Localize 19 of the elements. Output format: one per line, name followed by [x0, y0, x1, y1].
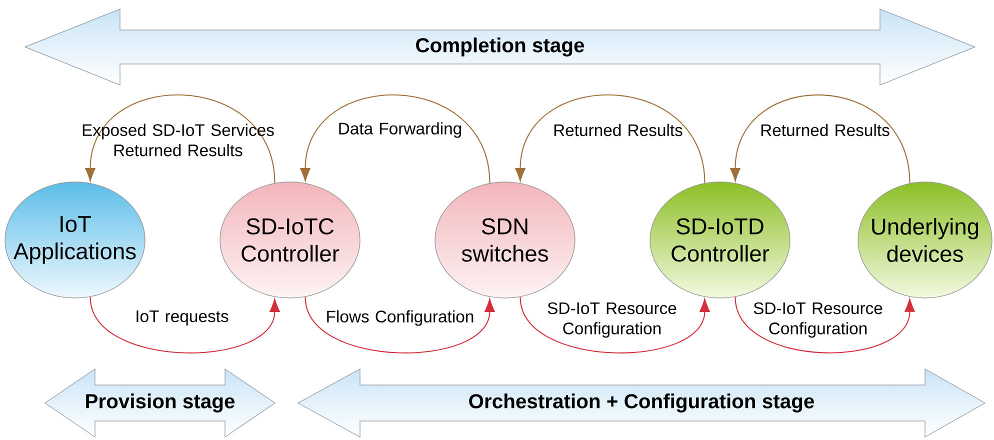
edge-label: SD-IoT Resource Configuration — [548, 302, 676, 338]
edge-label: Data Forwarding — [339, 122, 462, 138]
ellipse-node: SDN switches — [434, 182, 576, 298]
edge-label: IoT requests — [136, 310, 228, 326]
ellipse-node: SD-IoTD Controller — [650, 182, 790, 298]
edge-label: Flows Configuration — [327, 310, 474, 326]
arrow — [90, 296, 280, 354]
ellipse-node: Underlying devices — [858, 182, 992, 298]
edge-label: SD-IoT Resource Configuration — [754, 302, 882, 338]
arrow — [300, 94, 490, 184]
edge-label: Returned Results — [554, 124, 682, 136]
arrow — [520, 296, 710, 354]
ellipse-node: IoT Applications — [4, 182, 146, 298]
edge-label: Returned Results — [761, 124, 890, 136]
arrow — [515, 94, 706, 184]
arrow — [304, 296, 495, 354]
arrow — [734, 296, 915, 354]
arrow — [730, 94, 910, 184]
ellipse-node: SD-IoTC Controller — [220, 182, 360, 298]
